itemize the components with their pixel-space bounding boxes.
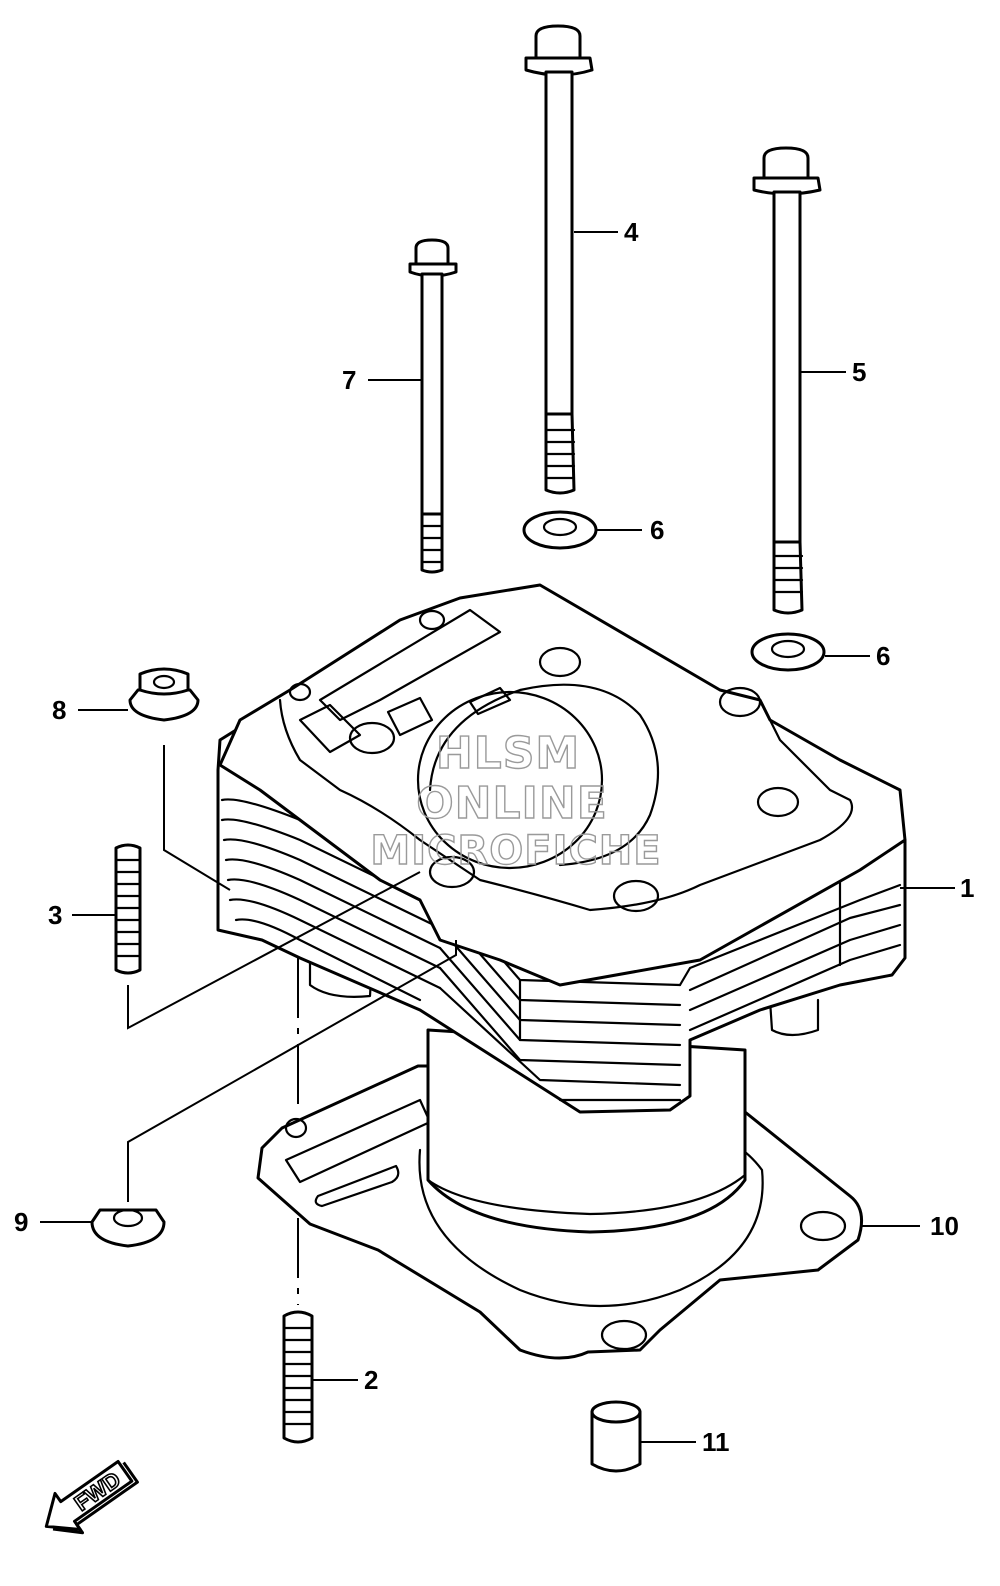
callout-3: 3 <box>48 900 62 930</box>
cylinder-stud-bolt-7[interactable] <box>408 238 458 574</box>
callout-leaders <box>40 231 955 1443</box>
flange-nut-lower[interactable] <box>90 1208 166 1248</box>
washer-upper[interactable] <box>522 510 598 550</box>
fwd-direction-arrow: FWD <box>44 1459 139 1535</box>
callout-9: 9 <box>14 1207 28 1237</box>
callout-5: 5 <box>852 357 866 387</box>
cylinder-stud-bolt-4[interactable] <box>524 24 594 495</box>
cylinder-stud-bolt-5[interactable] <box>752 146 822 615</box>
callout-4: 4 <box>624 217 639 247</box>
callout-6-lower: 6 <box>876 641 890 671</box>
flange-nut-upper[interactable] <box>128 667 200 722</box>
watermark-line-2: ONLINE <box>416 778 608 829</box>
callout-6-upper: 6 <box>650 515 664 545</box>
stud-bolt-3[interactable] <box>114 843 142 975</box>
callout-1: 1 <box>960 873 974 903</box>
cylinder-block[interactable] <box>216 583 907 1114</box>
washer-lower[interactable] <box>750 632 826 672</box>
watermark-line-3: MICROFICHE <box>370 828 661 874</box>
dowel-pin[interactable] <box>590 1400 642 1473</box>
watermark: HLSM ONLINE MICROFICHE <box>370 727 662 874</box>
callout-2: 2 <box>364 1365 378 1395</box>
stud-bolt-2[interactable] <box>282 1310 314 1444</box>
callout-7: 7 <box>342 365 356 395</box>
watermark-line-1: HLSM <box>436 728 580 779</box>
callout-10: 10 <box>930 1211 959 1241</box>
callout-11: 11 <box>702 1427 730 1457</box>
callout-8: 8 <box>52 695 66 725</box>
assembly-lines <box>127 745 457 1305</box>
